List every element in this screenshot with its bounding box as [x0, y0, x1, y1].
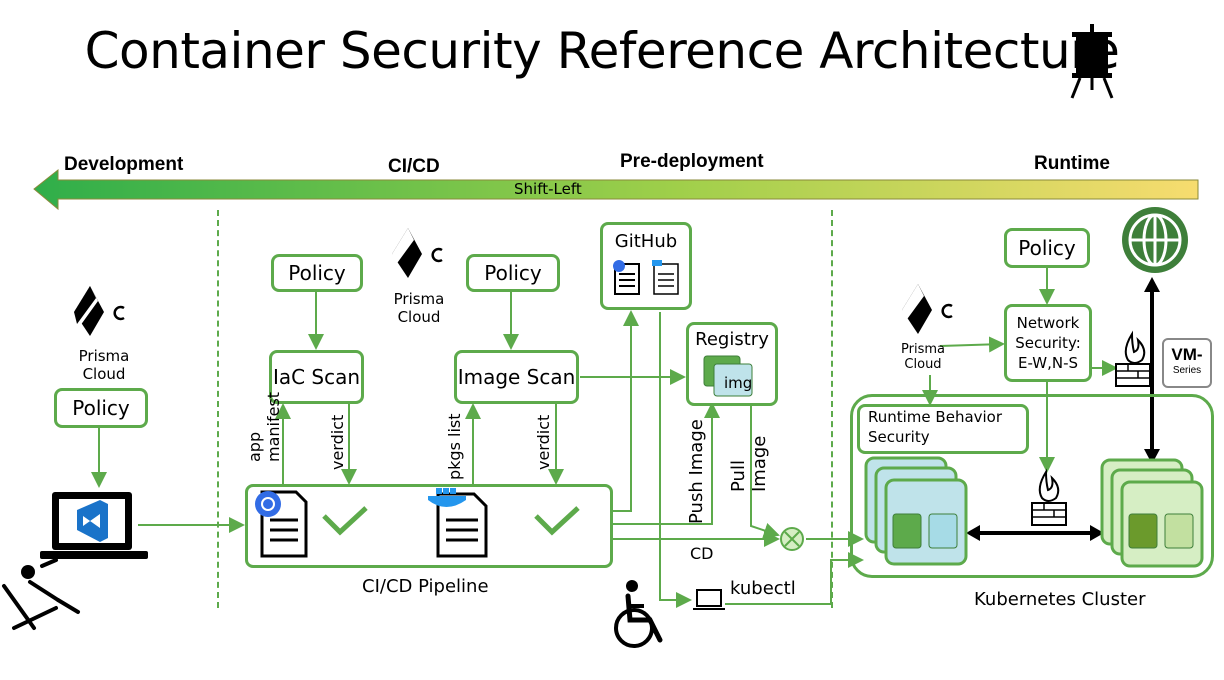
firewall-icon-north-south — [1115, 330, 1151, 387]
policy-box-image[interactable]: Policy — [466, 254, 560, 292]
img-label: img — [724, 374, 753, 392]
k8s-manifest-icon — [255, 490, 308, 558]
prisma-cloud-logo-dev — [74, 286, 125, 336]
dockerfile-doc-icon — [652, 260, 679, 295]
kubernetes-cluster-label: Kubernetes Cluster — [974, 589, 1146, 610]
separator-pre-runtime — [831, 210, 833, 608]
pod-group-left — [864, 456, 968, 566]
k8s-manifest-doc-icon — [613, 260, 640, 295]
phase-development: Development — [64, 154, 184, 175]
image-scan-box[interactable]: Image Scan — [454, 350, 579, 404]
dockerfile-icon — [428, 488, 488, 558]
check-icon-iac — [322, 506, 368, 536]
prisma-cloud-logo-cicd — [392, 228, 443, 278]
kubernetes-cluster-box[interactable] — [850, 394, 1214, 578]
shift-left-label: Shift-Left — [514, 180, 582, 198]
vm-series-badge: VM- Series — [1162, 338, 1212, 388]
policy-box-iac[interactable]: Policy — [271, 254, 363, 292]
combiner-icon — [780, 527, 804, 551]
cd-label: CD — [690, 544, 714, 563]
page-title: Container Security Reference Architectur… — [84, 22, 1120, 80]
phase-cicd: CI/CD — [388, 156, 440, 177]
check-icon-image — [534, 506, 580, 536]
prisma-cloud-logo-runtime — [902, 284, 953, 334]
firewall-icon-east-west — [1031, 468, 1067, 526]
kubectl-label: kubectl — [730, 578, 796, 599]
github-label: GitHub — [614, 231, 678, 252]
registry-label: Registry — [695, 329, 769, 350]
phase-predeployment: Pre-deployment — [620, 151, 764, 172]
network-security-box[interactable]: Network Security: E-W,N-S — [1004, 304, 1092, 382]
iac-scan-box[interactable]: IaC Scan — [269, 350, 364, 404]
policy-box-runtime[interactable]: Policy — [1004, 228, 1090, 268]
runtime-behavior-box[interactable]: Runtime Behavior Security — [857, 404, 1029, 454]
pod-group-right — [1100, 458, 1204, 568]
policy-box-dev[interactable]: Policy — [54, 388, 148, 428]
separator-dev-cicd — [217, 210, 219, 608]
phase-runtime: Runtime — [1034, 153, 1110, 174]
cicd-pipeline-label: CI/CD Pipeline — [362, 576, 489, 597]
